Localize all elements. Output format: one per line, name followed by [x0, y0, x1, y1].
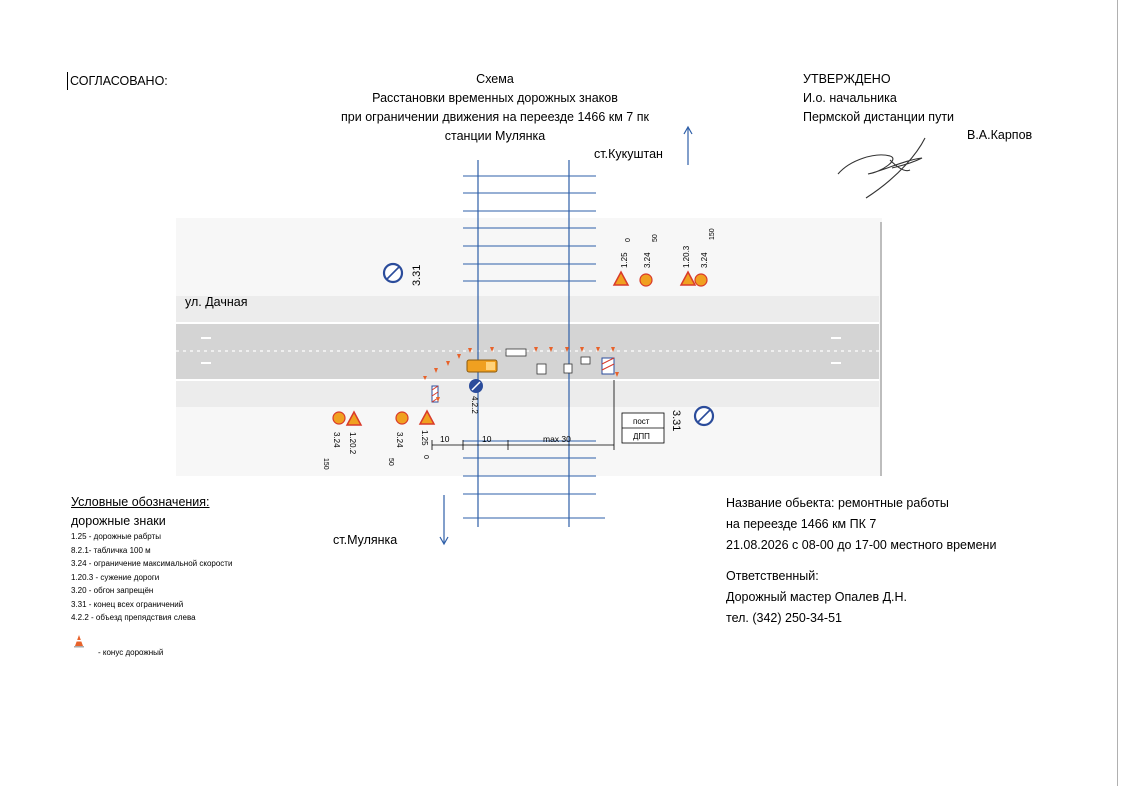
legend-cone-icon — [74, 635, 84, 648]
sign-3-24-top2-icon — [694, 273, 708, 287]
sign-4-2-2-label: 4.2.2 — [470, 396, 479, 414]
dist-50-bottom: 50 — [387, 458, 394, 466]
sign-1-20-3-label: 1.20.3 — [682, 245, 691, 268]
title-line: Схема — [476, 72, 514, 86]
work-vehicle-icon — [466, 359, 498, 373]
dimension-2: 10 — [482, 434, 492, 444]
legend-title: Условные обозначения: — [71, 495, 210, 509]
object-info: Название обьекта: ремонтные работы на пе… — [726, 493, 996, 556]
approved-line: УТВЕРЖДЕНО — [803, 72, 891, 86]
station-north-label: ст.Кукуштан — [594, 147, 663, 161]
sign-1-20-2-icon — [345, 410, 363, 426]
sign-1-25-bottom-icon — [418, 409, 436, 425]
legend: Условные обозначения: дорожные знаки 1.2… — [71, 495, 232, 625]
responsible-info: Ответственный: Дорожный мастер Опалев Д.… — [726, 566, 907, 629]
sign-3-31-bottom-label: 3.31 — [670, 410, 682, 431]
dist-0-top: 0 — [625, 238, 632, 242]
title-line: Расстановки временных дорожных знаков — [372, 91, 618, 105]
sign-3-24-bottom-icon — [395, 411, 409, 425]
road-cones — [423, 347, 619, 402]
approved-line: И.о. начальника — [803, 91, 897, 105]
dimension-3: max 30 — [543, 434, 571, 444]
dimension-1: 10 — [440, 434, 450, 444]
sign-3-24-bottom-left-label: 3.24 — [332, 432, 341, 448]
barrier-right-icon — [601, 357, 615, 375]
street-name-label: ул. Дачная — [185, 295, 248, 309]
dpp-label: ДПП — [633, 432, 650, 441]
dist-150-top: 150 — [709, 228, 716, 240]
station-south-label: ст.Мулянка — [333, 533, 397, 547]
sign-4-2-2-icon — [469, 379, 483, 393]
sign-3-31-top-icon — [382, 262, 404, 284]
sign-3-31-bottom-icon — [693, 405, 715, 427]
legend-subtitle: дорожные знаки — [71, 514, 166, 528]
sign-1-25-bottom-label: 1.25 — [420, 430, 429, 446]
sign-3-24-bottom-label: 3.24 — [395, 432, 404, 448]
arrow-south — [439, 495, 449, 546]
lane-arrows — [201, 337, 841, 364]
object-info-line: Название обьекта: ремонтные работы — [726, 496, 949, 510]
sign-3-31-top-label: 3.31 — [411, 265, 423, 286]
legend-item: 3.24 - ограничение максимальной скорости — [71, 559, 233, 568]
legend-item: 4.2.2 - объезд препядствия слева — [71, 613, 196, 622]
legend-item: 3.31 - конец всех ограничений — [71, 599, 184, 609]
responsible-line: тел. (342) 250-34-51 — [726, 611, 843, 625]
object-info-line: 21.08.2026 с 08-00 до 17-00 местного вре… — [726, 538, 997, 552]
sign-1-20-3-icon — [679, 270, 697, 286]
dimension-lines — [431, 380, 615, 450]
dist-0-bottom: 0 — [422, 455, 429, 459]
shoulder-bottom — [176, 381, 879, 407]
approved-block: УТВЕРЖДЕНО И.о. начальника Пермской дист… — [803, 70, 954, 127]
title-line: станции Мулянка — [444, 129, 546, 143]
sign-1-25-top-label: 1.25 — [620, 252, 629, 268]
dist-50-top: 50 — [652, 234, 659, 242]
post-label: пост — [633, 417, 650, 426]
signatory-name: В.А.Карпов — [967, 128, 1033, 142]
responsible-line: Дорожный мастер Опалев Д.Н. — [726, 590, 908, 604]
sign-3-24-top-label: 3.24 — [643, 252, 652, 268]
sign-1-20-2-label: 1.20.2 — [348, 432, 357, 455]
legend-item: 1.20.3 - сужение дороги — [71, 572, 160, 582]
shoulder-top — [176, 296, 879, 322]
agreed-block: СОГЛАСОВАНО: — [67, 72, 168, 90]
sign-3-24-top-icon — [639, 273, 653, 287]
responsible-line: Ответственный: — [726, 569, 819, 583]
approved-line: Пермской дистанции пути — [803, 110, 955, 124]
legend-cone-label: - конус дорожный — [98, 648, 164, 657]
legend-item: 1.25 - дорожные рабрты — [71, 532, 161, 541]
arrow-north — [683, 125, 693, 165]
page-edge — [1117, 0, 1118, 786]
sign-3-24-bottom-left-icon — [332, 411, 346, 425]
railway-sleepers — [463, 175, 605, 519]
dist-150-bottom: 150 — [322, 458, 329, 470]
sign-1-25-top-icon — [612, 270, 630, 286]
diagram-title: Схема Расстановки временных дорожных зна… — [300, 70, 690, 146]
legend-item: 8.2.1- табличка 100 м — [71, 545, 151, 555]
signature — [837, 137, 926, 199]
legend-item: 3.20 - обгон запрещён — [71, 586, 154, 595]
work-equipment — [505, 348, 591, 375]
agreed-label: СОГЛАСОВАНО: — [70, 74, 168, 88]
object-info-line: на переезде 1466 км ПК 7 — [726, 517, 877, 531]
sign-3-24-top2-label: 3.24 — [700, 252, 709, 268]
title-line: при ограничении движения на переезде 146… — [341, 110, 649, 124]
